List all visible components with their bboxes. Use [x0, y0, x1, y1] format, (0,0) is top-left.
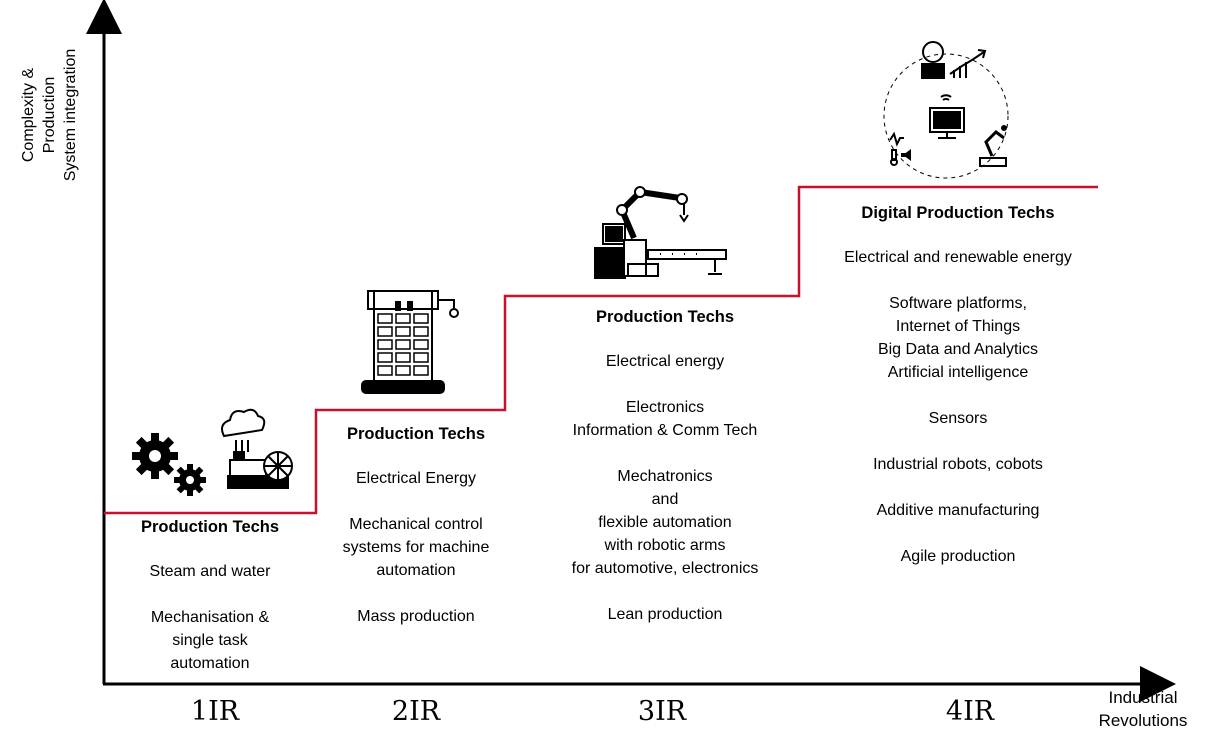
- column-title: Production Techs: [140, 518, 280, 536]
- gears-icon: [132, 433, 206, 496]
- column-title: Production Techs: [595, 308, 735, 326]
- x-axis-label: Industrial Revolutions: [1078, 686, 1208, 732]
- tech-item-line: Electronics: [625, 399, 705, 416]
- factory-building-icon: [361, 290, 459, 394]
- tech-item-line: Additive manufacturing: [876, 502, 1040, 519]
- revolution-label-2ir: 2IR: [391, 696, 441, 727]
- tech-item-line: flexible automation: [598, 514, 732, 531]
- tech-item-line: automation: [170, 655, 250, 672]
- tech-item-line: Industrial robots, cobots: [873, 456, 1043, 473]
- y-axis-label-line: Production: [41, 76, 58, 154]
- tech-item-line: Mass production: [357, 608, 475, 625]
- robotic-arm-conveyor-icon: [594, 186, 727, 279]
- tech-item-line: Agile production: [900, 548, 1016, 565]
- steam-engine-icon: [221, 408, 293, 489]
- x-axis-label-line: Industrial: [1108, 688, 1178, 707]
- revolution-label-4ir: 4IR: [945, 696, 995, 727]
- tech-item-line: for automotive, electronics: [571, 560, 759, 577]
- tech-item-line: and: [651, 491, 679, 508]
- tech-item-line: with robotic arms: [604, 537, 726, 554]
- tech-item-line: Mechatronics: [617, 468, 713, 485]
- tech-item-line: Steam and water: [149, 563, 271, 580]
- tech-item-line: single task: [172, 632, 248, 649]
- tech-item-line: Electrical energy: [605, 353, 725, 370]
- tech-item-line: Lean production: [607, 606, 723, 623]
- x-axis-label-line: Revolutions: [1098, 711, 1188, 730]
- y-axis-label-line: System integration: [62, 48, 79, 182]
- tech-item-line: Software platforms,: [889, 295, 1027, 312]
- revolution-label-3ir: 3IR: [637, 696, 687, 727]
- tech-item-line: Internet of Things: [895, 318, 1021, 335]
- digital-factory-icon: [883, 41, 1009, 179]
- y-axis-label-line: Complexity &: [20, 67, 37, 163]
- column-title: Production Techs: [346, 425, 486, 443]
- column-title: Digital Production Techs: [861, 204, 1055, 222]
- step-line: [104, 185, 1098, 515]
- tech-item-line: Electrical and renewable energy: [844, 249, 1072, 266]
- y-axis-label: Complexity & Production System integrati…: [18, 10, 88, 220]
- tech-item-line: Mechanical control: [349, 516, 483, 533]
- tech-item-line: systems for machine: [342, 539, 490, 556]
- revolution-label-1ir: 1IR: [190, 696, 240, 727]
- tech-item-line: Sensors: [928, 410, 988, 427]
- tech-item-line: Mechanisation &: [150, 609, 270, 626]
- tech-item-line: automation: [376, 562, 456, 579]
- tech-item-line: Big Data and Analytics: [877, 341, 1039, 358]
- tech-item-line: Electrical Energy: [355, 470, 477, 487]
- tech-item-line: Artificial intelligence: [887, 364, 1029, 381]
- tech-item-line: Information & Comm Tech: [572, 422, 758, 439]
